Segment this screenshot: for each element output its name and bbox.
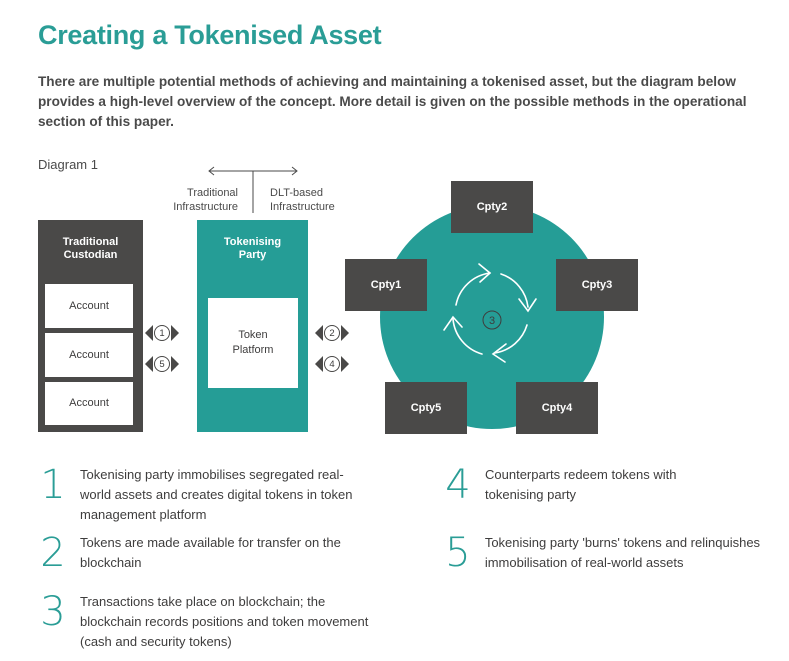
title-line: Party — [238, 249, 267, 261]
tokenising-party-box: Tokenising Party Token Platform — [197, 220, 308, 432]
counterparty-box: Cpty4 — [516, 382, 598, 434]
step-number: 5 — [445, 530, 471, 576]
title-line: Traditional — [62, 236, 119, 248]
token-platform-box: Token Platform — [208, 298, 298, 388]
tokenising-party-title: Tokenising Party — [197, 236, 308, 262]
step-item: 5 Tokenising party 'burns' tokens and re… — [443, 533, 783, 573]
step-3-circle — [482, 310, 502, 330]
triangle-left-icon — [315, 325, 323, 341]
label-line: Infrastructure — [173, 201, 238, 213]
arrow-left-icon — [208, 166, 215, 176]
step-number-circle: 5 — [154, 356, 170, 372]
account-box: Account — [45, 333, 133, 377]
dlt-infrastructure-label: DLT-based Infrastructure — [270, 186, 335, 214]
page-title: Creating a Tokenised Asset — [38, 20, 382, 50]
flow-arrow-step-5: 5 — [145, 356, 179, 372]
platform-line: Platform — [232, 344, 274, 356]
account-box: Account — [45, 284, 133, 328]
account-box: Account — [45, 382, 133, 425]
cycle-arc — [452, 318, 483, 355]
triangle-left-icon — [145, 325, 153, 341]
label-line: Traditional — [187, 187, 238, 199]
label-line: Infrastructure — [270, 201, 335, 213]
flow-arrow-step-2: 2 — [315, 325, 349, 341]
triangle-right-icon — [341, 356, 349, 372]
flow-arrow-step-1: 1 — [145, 325, 179, 341]
arrowhead — [478, 263, 492, 283]
label-line: DLT-based — [270, 187, 323, 199]
blockchain-network: 3 — [380, 205, 604, 429]
counterparty-box: Cpty2 — [451, 181, 533, 233]
triangle-right-icon — [171, 325, 179, 341]
step-number: 1 — [40, 462, 66, 508]
arrow-right-icon — [291, 166, 298, 176]
intro-paragraph: There are multiple potential methods of … — [38, 74, 747, 129]
triangle-left-icon — [315, 356, 323, 372]
step-number: 4 — [445, 462, 471, 508]
title-line: Tokenising — [223, 236, 282, 248]
triangle-right-icon — [171, 356, 179, 372]
step-item: 3 Transactions take place on blockchain;… — [38, 592, 378, 652]
infrastructure-divider — [208, 166, 298, 213]
cycle-arrows-icon — [443, 263, 537, 363]
flow-arrow-step-4: 4 — [315, 356, 349, 372]
step-text: Tokenising party 'burns' tokens and reli… — [484, 535, 761, 570]
arrowhead — [443, 315, 463, 331]
step-number-circle: 2 — [324, 325, 340, 341]
step-item: 2 Tokens are made available for transfer… — [38, 533, 378, 573]
counterparty-box: Cpty1 — [345, 259, 427, 311]
platform-line: Token — [238, 329, 268, 341]
counterparty-box: Cpty5 — [385, 382, 467, 434]
step-3-number: 3 — [489, 315, 495, 327]
network-circle — [380, 205, 604, 429]
traditional-infrastructure-label: Traditional Infrastructure — [173, 186, 238, 214]
step-item: 1 Tokenising party immobilises segregate… — [38, 465, 378, 525]
cycle-arc — [455, 272, 491, 306]
diagram-label: Diagram 1 — [38, 157, 98, 172]
step-text: Tokens are made available for transfer o… — [80, 535, 341, 570]
step-number-circle: 4 — [324, 356, 340, 372]
counterparty-box: Cpty3 — [556, 259, 638, 311]
step-item: 4 Counterparts redeem tokens with tokeni… — [443, 465, 783, 505]
step-number-circle: 1 — [154, 325, 170, 341]
cycle-arc — [494, 324, 528, 354]
traditional-custodian-box: Traditional Custodian Account Account Ac… — [38, 220, 143, 432]
custodian-title: Traditional Custodian — [38, 236, 143, 262]
step-text: Counterparts redeem tokens with tokenisi… — [485, 467, 677, 502]
step-number: 3 — [40, 589, 66, 635]
arrowhead — [491, 343, 507, 363]
step-text: Transactions take place on blockchain; t… — [80, 594, 369, 649]
title-line: Custodian — [63, 249, 118, 261]
step-number: 2 — [40, 530, 66, 576]
cycle-arc — [500, 273, 529, 308]
step-text: Tokenising party immobilises segregated … — [80, 467, 353, 522]
arrowhead — [518, 298, 537, 313]
triangle-right-icon — [341, 325, 349, 341]
triangle-left-icon — [145, 356, 153, 372]
